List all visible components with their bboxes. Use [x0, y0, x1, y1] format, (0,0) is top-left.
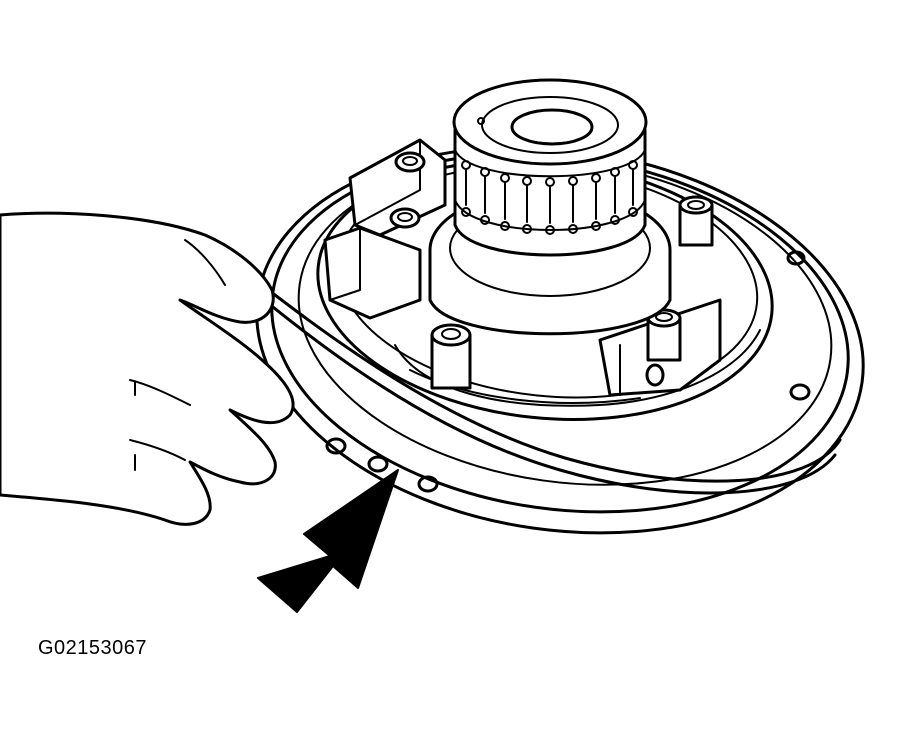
figure-code: G02153067 [38, 637, 148, 659]
bolt-posts [389, 151, 682, 390]
spline-holes [461, 160, 638, 235]
gasket [226, 260, 842, 495]
stator-shaft [452, 78, 648, 257]
pointer-arrow [257, 469, 399, 613]
hand-outline [0, 211, 295, 526]
